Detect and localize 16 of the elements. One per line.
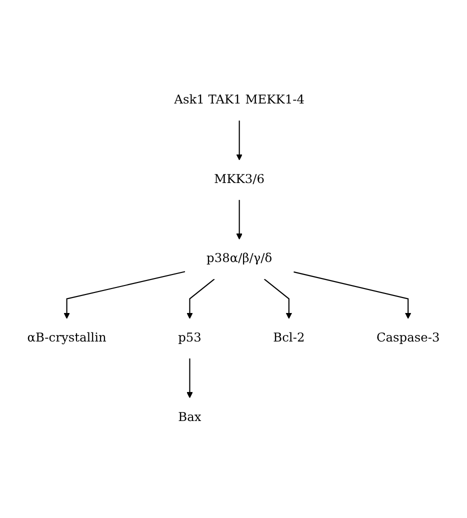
node-text: p53: [178, 330, 202, 345]
node-text: Bax: [178, 410, 202, 424]
arrow: [294, 271, 412, 319]
node-text: Caspase-3: [376, 330, 440, 345]
arrow: [64, 270, 186, 319]
pathway-diagram: Ask1 TAK1 MEKK1-4 MKK3/6 αB-crystallin p38α/β/γ/δ p53 Bcl-2 Caspase-3 Bax: [0, 74, 467, 444]
node-text: αB-crystallin: [27, 330, 106, 345]
arrow: [264, 278, 292, 319]
arrow: [186, 278, 215, 319]
arrow: [236, 200, 242, 240]
node-text: MKK3/6: [214, 172, 264, 186]
node-text: p38α/β/γ/δ: [206, 251, 272, 266]
node-text: Bcl-2: [273, 330, 305, 345]
node-text: Ask1 TAK1 MEKK1-4: [174, 92, 305, 108]
arrow: [186, 358, 193, 398]
arrow: [236, 120, 242, 160]
